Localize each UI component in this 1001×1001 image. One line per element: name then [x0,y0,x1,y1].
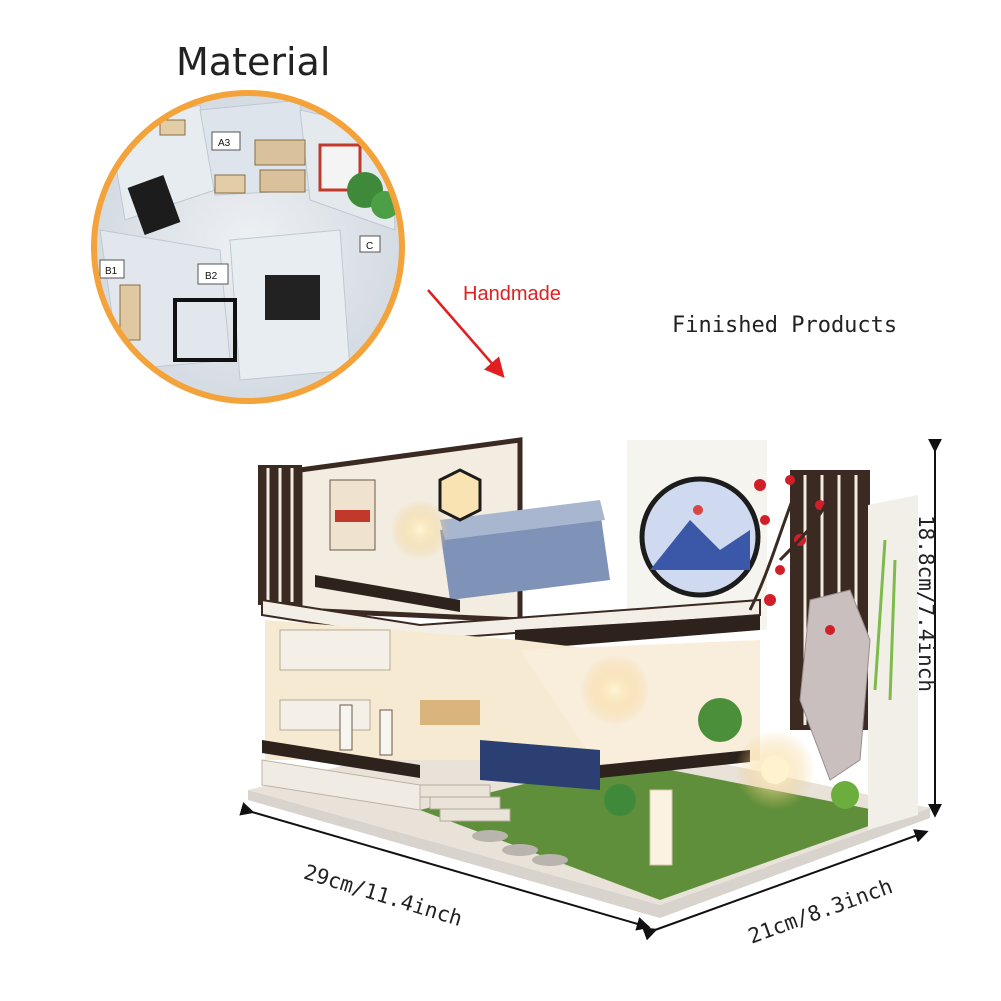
bag-label-b1: B1 [105,266,118,277]
finished-products-label: Finished Products [672,313,898,338]
width-dimension-arrow [239,802,651,931]
material-circle-border [91,90,405,404]
bag-label-c: C [366,241,373,252]
height-dimension-label: 18.8cm/7.4inch [914,515,938,693]
bag-label-a3: A3 [218,138,231,149]
handmade-arrow [427,289,505,379]
depth-dimension-arrow [642,829,929,941]
dollhouse-photo [248,437,930,918]
material-title: Material [176,40,331,84]
handmade-label: Handmade [463,283,561,305]
material-photo: A3 B1 B2 C [91,90,405,404]
bag-label-b2: B2 [205,271,218,282]
